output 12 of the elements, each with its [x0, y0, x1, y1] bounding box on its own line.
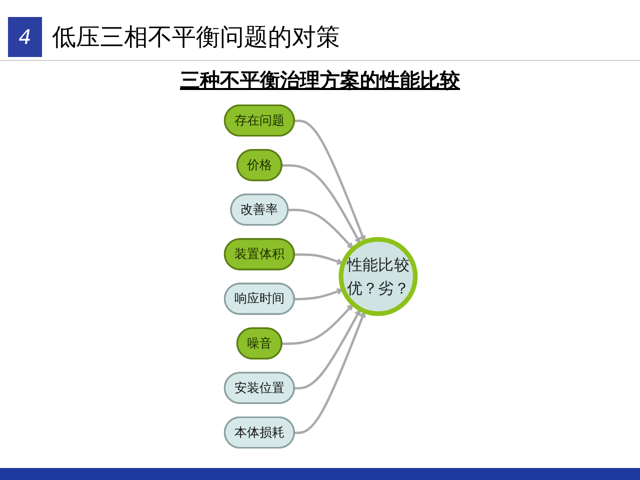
arrow [294, 308, 361, 389]
arrow [294, 252, 344, 264]
arrow [294, 288, 344, 300]
arrow [294, 310, 366, 434]
arrow [282, 164, 361, 244]
subtitle: 三种不平衡治理方案的性能比较 [179, 67, 461, 94]
arrow [294, 119, 366, 242]
node-circle: 性能比较 优？劣？ [338, 236, 418, 316]
slide-title: 低压三相不平衡问题的对策 [52, 22, 340, 53]
arrow [282, 303, 354, 344]
section-number-badge: 4 [8, 17, 42, 57]
arrow [288, 208, 354, 249]
